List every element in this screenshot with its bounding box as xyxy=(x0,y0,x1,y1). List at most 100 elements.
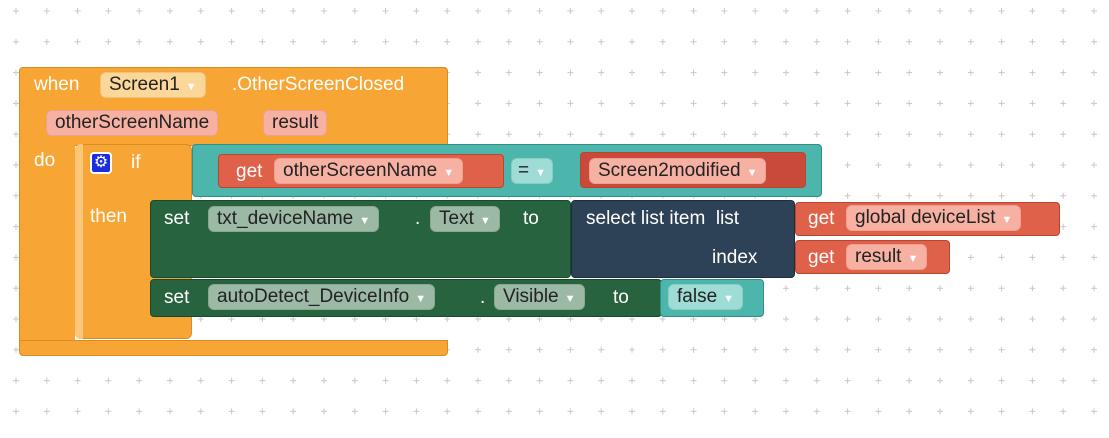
grid-cross xyxy=(444,316,451,322)
grid-cross xyxy=(321,8,327,14)
grid-cross xyxy=(598,316,605,322)
grid-cross xyxy=(351,38,358,45)
grid-cross xyxy=(536,8,543,14)
grid-cross xyxy=(690,408,697,415)
grid-cross xyxy=(43,8,50,14)
grid-cross xyxy=(567,69,574,76)
grid-cross xyxy=(1060,8,1067,14)
grid-cross xyxy=(721,38,728,45)
grid-cross xyxy=(444,377,451,384)
grid-cross xyxy=(259,38,266,45)
grid-cross xyxy=(998,131,1005,138)
event-do-spine xyxy=(19,145,75,341)
if-label: if xyxy=(131,152,141,173)
grid-cross xyxy=(259,408,266,415)
grid-cross xyxy=(167,408,173,415)
grid-cross xyxy=(690,346,697,353)
grid-cross xyxy=(906,100,913,107)
grid-cross xyxy=(967,69,974,76)
select-list-item-block[interactable] xyxy=(571,200,795,278)
dot-label: . xyxy=(480,287,486,308)
grid-cross xyxy=(475,69,481,76)
grid-cross xyxy=(475,8,481,14)
dropdown-arrow-icon: ▼ xyxy=(746,167,758,179)
grid-cross xyxy=(783,8,789,14)
grid-cross xyxy=(629,38,635,45)
variable-dropdown[interactable]: otherScreenName▼ xyxy=(274,158,464,184)
grid-cross xyxy=(906,38,913,45)
grid-cross xyxy=(1060,254,1067,261)
grid-cross xyxy=(844,8,851,14)
component-dropdown[interactable]: Screen1▼ xyxy=(100,72,206,98)
grid-cross xyxy=(1060,69,1067,76)
grid-cross xyxy=(690,316,697,322)
grid-cross xyxy=(74,408,81,415)
property-dropdown[interactable]: Visible▼ xyxy=(494,284,585,310)
screen-name-dropdown[interactable]: Screen2modified▼ xyxy=(589,158,767,184)
dropdown-arrow-icon: ▼ xyxy=(359,215,371,227)
grid-cross xyxy=(228,408,235,415)
grid-cross xyxy=(136,377,143,384)
param-result[interactable]: result xyxy=(263,110,328,136)
grid-cross xyxy=(567,346,574,353)
select-list-label: select list item list xyxy=(586,208,740,229)
grid-cross xyxy=(1029,408,1036,415)
variable-dropdown[interactable]: result▼ xyxy=(846,244,928,270)
grid-cross xyxy=(967,377,974,384)
grid-cross xyxy=(197,408,204,415)
grid-cross xyxy=(690,38,697,45)
grid-cross xyxy=(536,131,543,138)
grid-cross xyxy=(998,69,1005,76)
grid-cross xyxy=(1091,162,1097,168)
grid-cross xyxy=(844,192,851,199)
variable-name: otherScreenName xyxy=(283,160,438,181)
grid-cross xyxy=(690,100,697,107)
grid-cross xyxy=(875,69,882,76)
grid-cross xyxy=(659,8,666,14)
grid-cross xyxy=(505,69,512,76)
grid-cross xyxy=(444,8,451,14)
boolean-dropdown[interactable]: false▼ xyxy=(668,284,744,310)
gear-icon[interactable]: ⚙ xyxy=(90,152,112,174)
property-dropdown[interactable]: Text ▼ xyxy=(430,206,500,232)
grid-cross xyxy=(136,38,143,45)
index-label: index xyxy=(712,247,758,268)
grid-cross xyxy=(321,316,327,322)
grid-cross xyxy=(875,346,882,353)
variable-dropdown[interactable]: global deviceList▼ xyxy=(846,205,1022,231)
property-name: Text xyxy=(439,208,474,229)
grid-cross xyxy=(752,8,759,14)
grid-cross xyxy=(13,316,19,322)
grid-cross xyxy=(567,131,574,138)
component-dropdown[interactable]: autoDetect_DeviceInfo▼ xyxy=(208,284,436,310)
grid-cross xyxy=(598,131,605,138)
param-other-screen-name[interactable]: otherScreenName xyxy=(46,110,219,136)
grid-cross xyxy=(813,346,820,353)
grid-cross xyxy=(228,38,235,45)
grid-cross xyxy=(413,8,420,14)
grid-cross xyxy=(321,408,327,415)
grid-cross xyxy=(967,192,974,199)
grid-cross xyxy=(505,316,512,322)
grid-cross xyxy=(998,100,1005,107)
dropdown-arrow-icon: ▼ xyxy=(479,215,491,227)
grid-cross xyxy=(74,38,81,45)
grid-cross xyxy=(475,38,481,45)
grid-cross xyxy=(844,162,851,168)
grid-cross xyxy=(752,131,759,138)
grid-cross xyxy=(906,316,913,322)
grid-cross xyxy=(259,316,266,322)
grid-cross xyxy=(105,38,112,45)
grid-cross xyxy=(105,377,112,384)
grid-cross xyxy=(1091,223,1097,230)
grid-cross xyxy=(505,408,512,415)
to-label: to xyxy=(523,208,539,229)
grid-cross xyxy=(505,38,512,45)
grid-cross xyxy=(290,316,297,322)
grid-cross xyxy=(13,254,19,261)
grid-cross xyxy=(937,408,943,415)
operator-dropdown[interactable]: =▼ xyxy=(511,158,553,184)
grid-cross xyxy=(875,131,882,138)
component-dropdown[interactable]: txt_deviceName▼ xyxy=(208,206,380,232)
grid-cross xyxy=(413,38,420,45)
